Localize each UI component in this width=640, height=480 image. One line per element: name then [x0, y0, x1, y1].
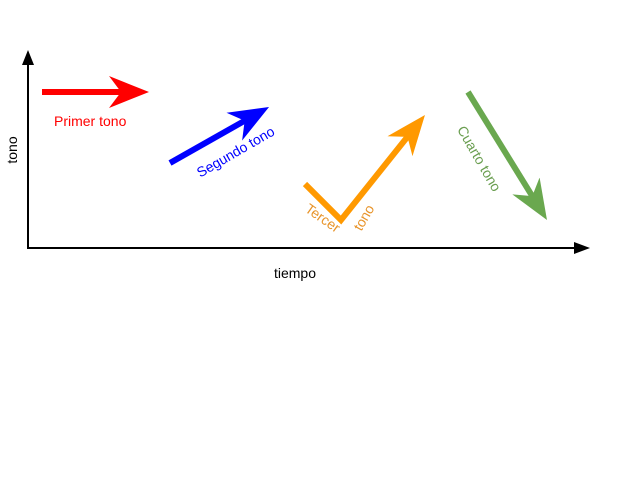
x-axis-label: tiempo — [274, 265, 316, 281]
second-tone-arrow — [168, 106, 270, 166]
x-axis — [27, 242, 590, 254]
fourth-tone-arrow — [465, 90, 547, 220]
second-tone-label: Segundo tono — [194, 123, 278, 181]
y-axis-label: tono — [4, 136, 20, 163]
y-axis — [22, 50, 34, 249]
third-tone-arrow — [302, 114, 425, 225]
first-tone-label: Primer tono — [54, 113, 127, 129]
x-axis-arrow-icon — [574, 242, 590, 254]
y-axis-arrow-icon — [22, 50, 34, 65]
